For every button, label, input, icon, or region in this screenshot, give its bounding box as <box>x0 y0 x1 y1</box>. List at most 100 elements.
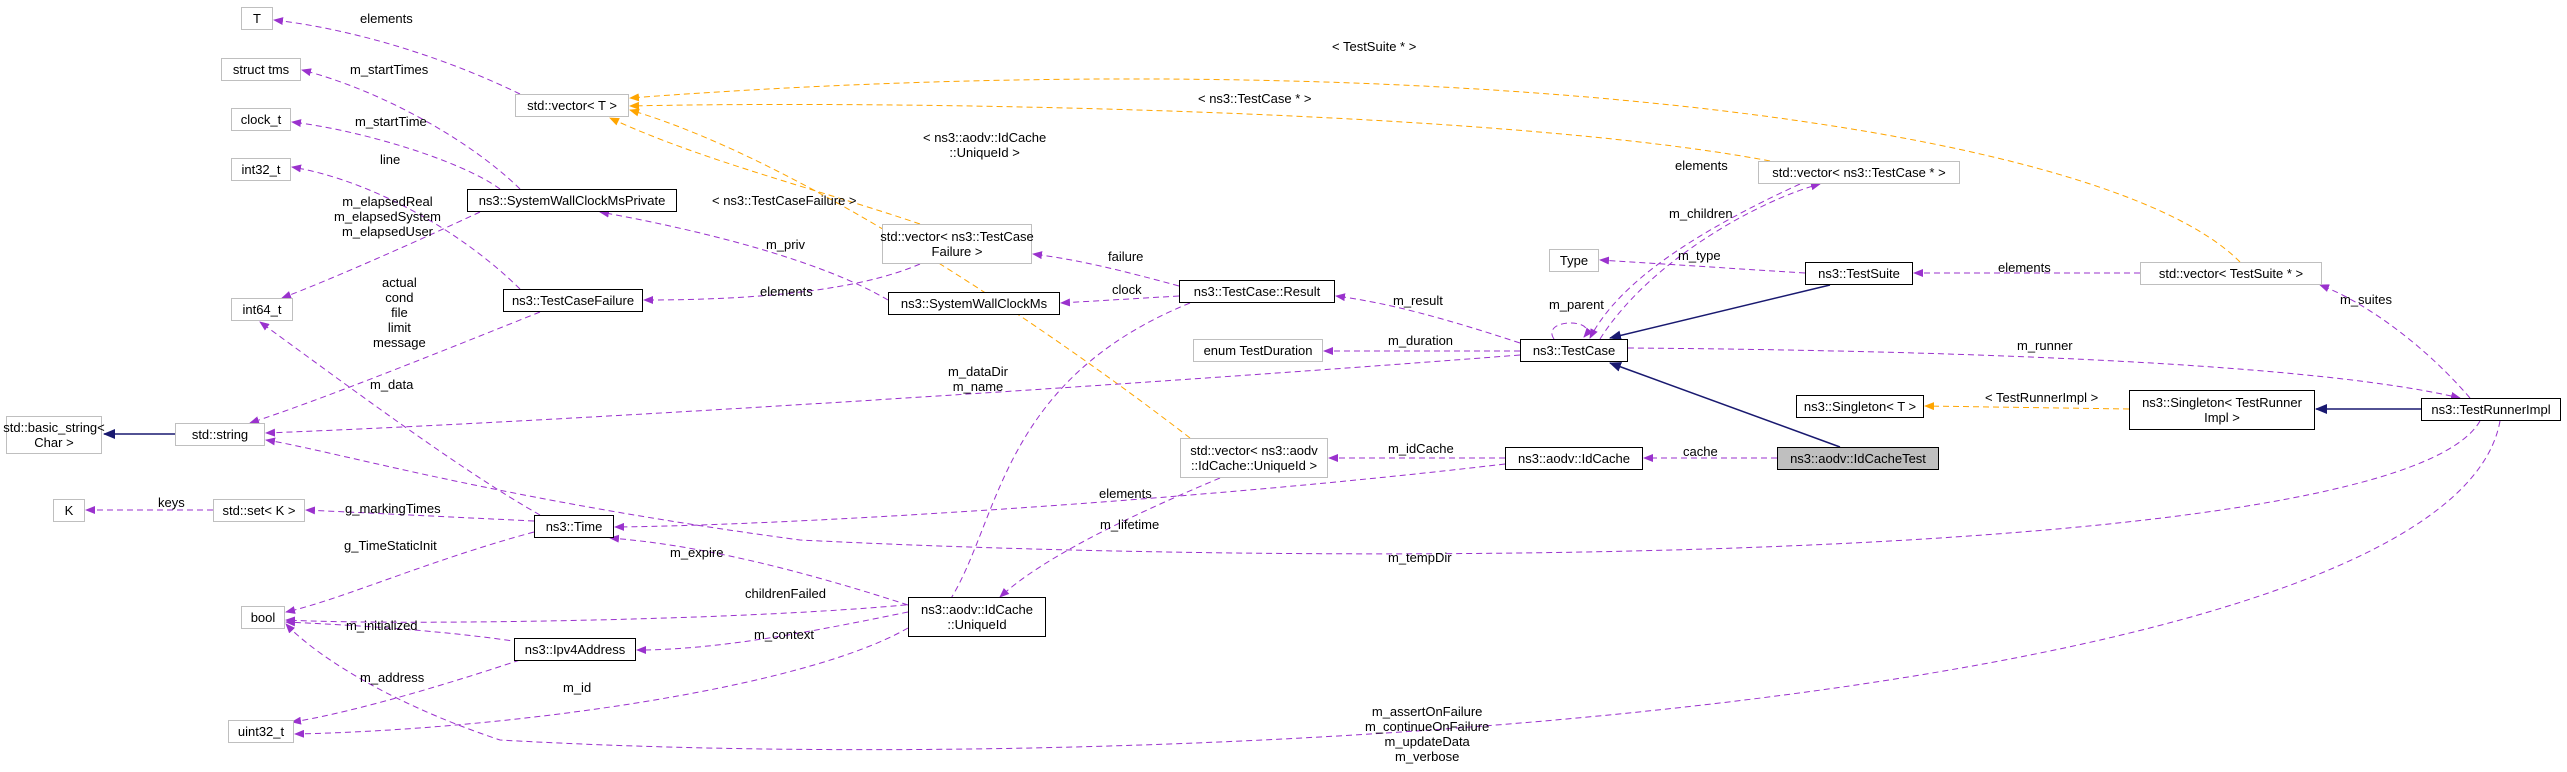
node-vector-uniqueid[interactable]: std::vector< ns3::aodv ::IdCache::Unique… <box>1180 438 1328 478</box>
node-int32-t[interactable]: int32_t <box>231 158 291 181</box>
node-t[interactable]: T <box>241 7 273 30</box>
label-m-datadir: m_dataDir m_name <box>948 364 1008 394</box>
label-tpl-uniqueid: < ns3::aodv::IdCache ::UniqueId > <box>923 130 1047 160</box>
node-vector-testcase[interactable]: std::vector< ns3::TestCase * > <box>1758 161 1960 184</box>
label-failure-fields: actual cond file limit message <box>373 275 426 350</box>
label-m-context: m_context <box>754 627 814 642</box>
edge-wallclock-to-structtms <box>301 68 521 190</box>
node-enum-testduration[interactable]: enum TestDuration <box>1193 339 1323 362</box>
label-m-duration: m_duration <box>1388 333 1454 348</box>
edge-vectortestcase-to-testcase <box>1589 183 1801 339</box>
node-vector-t[interactable]: std::vector< T > <box>515 94 629 117</box>
label-tpl-testcasefailure: < ns3::TestCaseFailure > <box>712 193 857 208</box>
node-uniqueid[interactable]: ns3::aodv::IdCache ::UniqueId <box>908 597 1046 637</box>
node-testsuite[interactable]: ns3::TestSuite <box>1805 262 1913 285</box>
node-testcase[interactable]: ns3::TestCase <box>1520 339 1628 362</box>
edge-testsuite-to-testcase <box>1609 284 1831 341</box>
edge-vectortestcase-to-vector <box>629 101 1771 162</box>
node-ipv4address[interactable]: ns3::Ipv4Address <box>514 638 636 661</box>
node-vector-testcasefailure[interactable]: std::vector< ns3::TestCase Failure > <box>880 224 1034 264</box>
edge-runnerimpl-to-vectorsuite <box>2319 284 2471 399</box>
node-singleton-t[interactable]: ns3::Singleton< T > <box>1796 395 1924 418</box>
label-cache: cache <box>1683 444 1718 459</box>
edge-testcase-to-string <box>265 354 1521 437</box>
edge-idcache-to-time <box>614 463 1506 531</box>
label-m-runner: m_runner <box>2017 338 2073 353</box>
node-int64-t[interactable]: int64_t <box>231 298 293 321</box>
edge-uniqueid-to-ipv4 <box>636 611 909 654</box>
edge-ipv4-to-uint32 <box>291 659 521 725</box>
edge-wallclockms-to-private <box>599 209 889 301</box>
label-runner-flags: m_assertOnFailure m_continueOnFailure m_… <box>1365 704 1490 764</box>
edge-singleton-to-singletont <box>1924 402 2130 411</box>
node-bool[interactable]: bool <box>241 606 285 629</box>
label-m-lifetime: m_lifetime <box>1100 517 1160 532</box>
node-time[interactable]: ns3::Time <box>534 515 614 538</box>
edge-testcase-parent <box>1551 322 1593 340</box>
node-set-k[interactable]: std::set< K > <box>213 499 305 522</box>
node-clock-t[interactable]: clock_t <box>231 108 291 131</box>
edge-testcase-to-result <box>1335 293 1521 344</box>
node-idcachetest[interactable]: ns3::aodv::IdCacheTest <box>1777 447 1939 470</box>
edge-failure-to-string <box>249 311 541 424</box>
label-elements-failure: elements <box>760 284 813 299</box>
label-m-idcache: m_idCache <box>1388 441 1454 456</box>
edge-vectorsuite-to-vector <box>629 78 2241 263</box>
edge-wallclock-to-int64 <box>281 211 481 299</box>
label-m-priv: m_priv <box>766 237 806 252</box>
edge-uniqueid-to-uint32 <box>294 627 909 738</box>
label-keys: keys <box>158 495 185 510</box>
edge-idcachetest-to-testcase <box>1609 362 1841 448</box>
node-testrunnerimpl[interactable]: ns3::TestRunnerImpl <box>2421 398 2561 421</box>
label-m-id: m_id <box>563 680 592 695</box>
node-testcasefailure[interactable]: ns3::TestCaseFailure <box>503 289 643 312</box>
label-elements-testcase: elements <box>1675 158 1728 173</box>
edge-time-to-bool <box>285 531 535 614</box>
label-m-data: m_data <box>370 377 414 392</box>
label-m-address: m_address <box>360 670 425 685</box>
label-tpl-testsuite: < TestSuite * > <box>1332 39 1417 54</box>
edge-runnerimpl-to-bool <box>285 420 2501 751</box>
node-vector-testsuite[interactable]: std::vector< TestSuite * > <box>2140 262 2322 285</box>
label-m-type: m_type <box>1678 248 1721 263</box>
edge-result-to-vectorfailure <box>1032 251 1180 287</box>
edge-ipv4-to-bool <box>285 618 521 643</box>
edge-vectoruniqueid-to-vector <box>629 108 1191 439</box>
node-uint32-t[interactable]: uint32_t <box>228 720 294 743</box>
label-m-expire: m_expire <box>670 545 724 560</box>
node-type[interactable]: Type <box>1549 249 1599 272</box>
label-elements-uniqueid: elements <box>1099 486 1152 501</box>
label-elements-testsuite: elements <box>1998 260 2051 275</box>
node-basic-string[interactable]: std::basic_string< Char > <box>3 416 105 454</box>
edge-vector-to-t <box>273 17 521 95</box>
label-m-starttime: m_startTime <box>355 114 427 129</box>
label-tpl-testcase: < ns3::TestCase * > <box>1198 91 1312 106</box>
label-m-result: m_result <box>1393 293 1443 308</box>
edge-wallclock-to-clockt <box>291 119 501 190</box>
edge-failure-to-int32 <box>291 164 521 290</box>
node-std-string[interactable]: std::string <box>175 423 265 446</box>
label-elapsed: m_elapsedReal m_elapsedSystem m_elapsedU… <box>334 194 441 239</box>
edge-vectorfailure-to-failure <box>643 263 921 304</box>
node-systemwallclockmsprivate[interactable]: ns3::SystemWallClockMsPrivate <box>467 189 677 212</box>
node-singleton-testrunnerimpl[interactable]: ns3::Singleton< TestRunner Impl > <box>2129 390 2315 430</box>
node-k[interactable]: K <box>53 499 85 522</box>
node-idcache[interactable]: ns3::aodv::IdCache <box>1505 447 1643 470</box>
label-m-starttimes: m_startTimes <box>350 62 429 77</box>
edge-vectorfailure-to-vector <box>609 117 921 225</box>
label-g-markingtimes: g_markingTimes <box>345 501 441 516</box>
node-struct-tms[interactable]: struct tms <box>221 58 301 81</box>
edge-testsuite-to-type <box>1599 256 1806 274</box>
label-tpl-testrunnerimpl: < TestRunnerImpl > <box>1985 390 2099 405</box>
label-elements: elements <box>360 11 413 26</box>
label-failure: failure <box>1108 249 1144 264</box>
node-testcase-result[interactable]: ns3::TestCase::Result <box>1179 280 1335 303</box>
label-line: line <box>380 152 401 167</box>
label-childrenfailed: childrenFailed <box>745 586 826 601</box>
label-g-timestaticinit: g_TimeStaticInit <box>344 538 437 553</box>
edge-testcase-to-runnerimpl <box>1627 347 2461 400</box>
label-m-tempdir: m_tempDir <box>1388 550 1452 565</box>
node-systemwallclockms[interactable]: ns3::SystemWallClockMs <box>888 292 1060 315</box>
